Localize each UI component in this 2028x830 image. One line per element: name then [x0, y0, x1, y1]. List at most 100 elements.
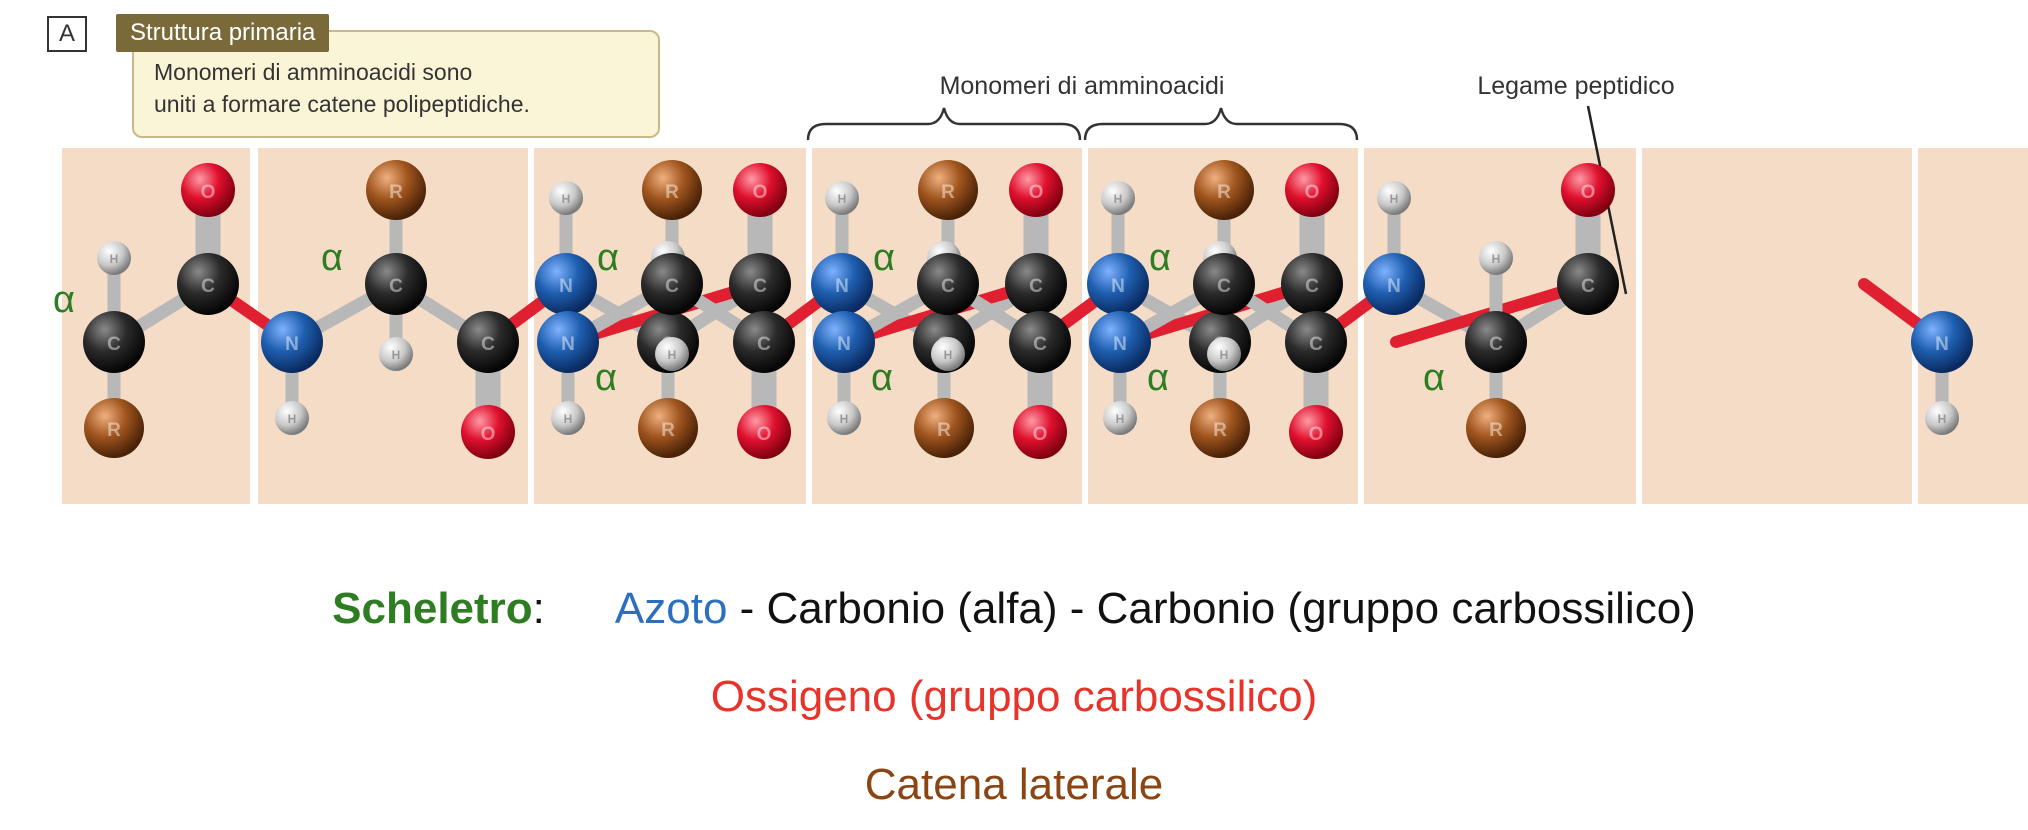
- hydrogen-atom: [1103, 401, 1137, 435]
- hydrogen-atom: [825, 181, 859, 215]
- hydrogen-atom: [931, 337, 965, 371]
- carbon-atom-letter: C: [757, 334, 771, 355]
- carbon-atom: [1285, 311, 1347, 373]
- carbon-atom: [457, 311, 519, 373]
- carbon-atom: [641, 253, 703, 315]
- side-chain-atom-letter: R: [107, 420, 121, 441]
- legend-oxygen: Ossigeno (gruppo carbossilico): [710, 672, 1318, 721]
- nitrogen-atom-letter: N: [1387, 276, 1401, 297]
- nitrogen-atom: [1911, 311, 1973, 373]
- oxygen-atom: [1013, 405, 1067, 459]
- peptide-bond-label: Legame peptidico: [1477, 72, 1674, 100]
- carbon-atom-letter: C: [941, 276, 955, 297]
- carbon-atom: [1557, 253, 1619, 315]
- monomer-bracket-2: [1083, 107, 1359, 141]
- side-chain-atom: [638, 398, 698, 458]
- carbon-atom-letter: C: [665, 276, 679, 297]
- labels-layer: Monomeri di amminoacidi Legame peptidico: [806, 72, 1675, 295]
- side-chain-atom: [1466, 398, 1526, 458]
- hydrogen-atom-letter: H: [1938, 412, 1947, 426]
- side-chain-atom-letter: R: [937, 420, 951, 441]
- alpha-label: α: [53, 279, 75, 321]
- carbon-atom: [1005, 253, 1067, 315]
- hydrogen-atom: [827, 401, 861, 435]
- description-line-2: uniti a formare catene polipeptidiche.: [154, 91, 530, 117]
- nitrogen-atom-letter: N: [1113, 334, 1127, 355]
- oxygen-atom-letter: O: [757, 424, 772, 445]
- side-chain-atom-letter: R: [941, 182, 955, 203]
- oxygen-atom-letter: O: [1581, 182, 1596, 203]
- hydrogen-atom-letter: H: [564, 412, 573, 426]
- hydrogen-atom: [1101, 181, 1135, 215]
- carbon-atom-letter: C: [1029, 276, 1043, 297]
- legend-colon: :: [532, 584, 545, 633]
- hydrogen-atom-letter: H: [944, 348, 953, 362]
- oxygen-atom-letter: O: [753, 182, 768, 203]
- carbon-atom-letter: C: [1033, 334, 1047, 355]
- hydrogen-atom-letter: H: [562, 192, 571, 206]
- nitrogen-atom: [1089, 311, 1151, 373]
- oxygen-atom-letter: O: [1029, 182, 1044, 203]
- nitrogen-atom-letter: N: [561, 334, 575, 355]
- alpha-label: α: [597, 237, 619, 279]
- oxygen-atom-letter: O: [481, 424, 496, 445]
- hydrogen-atom-letter: H: [1390, 192, 1399, 206]
- carbon-atom-letter: C: [1489, 334, 1503, 355]
- carbon-atom-letter: C: [1581, 276, 1595, 297]
- nitrogen-atom: [261, 311, 323, 373]
- carbon-atom: [365, 253, 427, 315]
- carbon-atom: [1193, 253, 1255, 315]
- hydrogen-atom: [379, 337, 413, 371]
- carbon-atom-letter: C: [201, 276, 215, 297]
- oxygen-atom: [181, 163, 235, 217]
- description-line-1: Monomeri di amminoacidi sono: [154, 59, 473, 85]
- oxygen-atom: [1009, 163, 1063, 217]
- carbon-atom: [1465, 311, 1527, 373]
- side-chain-atom-letter: R: [661, 420, 675, 441]
- hydrogen-atom: [97, 241, 131, 275]
- legend-backbone-line: Scheletro: Azoto - Carbonio (alfa) - Carb…: [0, 584, 2028, 634]
- legend-backbone-word: Scheletro: [332, 584, 533, 633]
- legend-backbone-rest: - Carbonio (alfa) - Carbonio (gruppo car…: [727, 584, 1696, 633]
- hydrogen-atom-letter: H: [392, 348, 401, 362]
- carbon-atom: [729, 253, 791, 315]
- side-chain-atom: [642, 160, 702, 220]
- carbon-atom-letter: C: [481, 334, 495, 355]
- nitrogen-atom: [811, 253, 873, 315]
- monomers-label: Monomeri di amminoacidi: [940, 72, 1225, 100]
- side-chain-atom: [366, 160, 426, 220]
- hydrogen-atom-letter: H: [288, 412, 297, 426]
- hydrogen-atom: [275, 401, 309, 435]
- carbon-atom: [733, 311, 795, 373]
- nitrogen-atom: [813, 311, 875, 373]
- oxygen-atom: [733, 163, 787, 217]
- residue-band: [1642, 148, 1912, 504]
- atoms-layer: HRHOHRHONCCNCCHRHOHRHONCCNCCHRHOHRHONCCN…: [83, 160, 1973, 459]
- nitrogen-atom: [537, 311, 599, 373]
- monomer-bracket-1: [806, 107, 1082, 141]
- hydrogen-atom-letter: H: [1492, 252, 1501, 266]
- hydrogen-atom: [1925, 401, 1959, 435]
- nitrogen-atom: [535, 253, 597, 315]
- oxygen-atom: [1561, 163, 1615, 217]
- side-chain-atom: [1194, 160, 1254, 220]
- alpha-label: α: [1423, 357, 1445, 399]
- side-chain-atom-letter: R: [389, 182, 403, 203]
- hydrogen-atom: [549, 181, 583, 215]
- hydrogen-atom-letter: H: [840, 412, 849, 426]
- oxygen-atom: [737, 405, 791, 459]
- hydrogen-atom-letter: H: [1220, 348, 1229, 362]
- hydrogen-atom-letter: H: [1116, 412, 1125, 426]
- carbon-atom: [1009, 311, 1071, 373]
- carbon-atom: [1281, 253, 1343, 315]
- legend-side-chain: Catena laterale: [864, 760, 1164, 809]
- legend-nitrogen: Azoto: [614, 584, 728, 633]
- side-chain-atom: [1190, 398, 1250, 458]
- carbon-atom-letter: C: [107, 334, 121, 355]
- oxygen-atom-letter: O: [1305, 182, 1320, 203]
- nitrogen-atom-letter: N: [559, 276, 573, 297]
- side-chain-atom: [918, 160, 978, 220]
- alpha-label: α: [321, 237, 343, 279]
